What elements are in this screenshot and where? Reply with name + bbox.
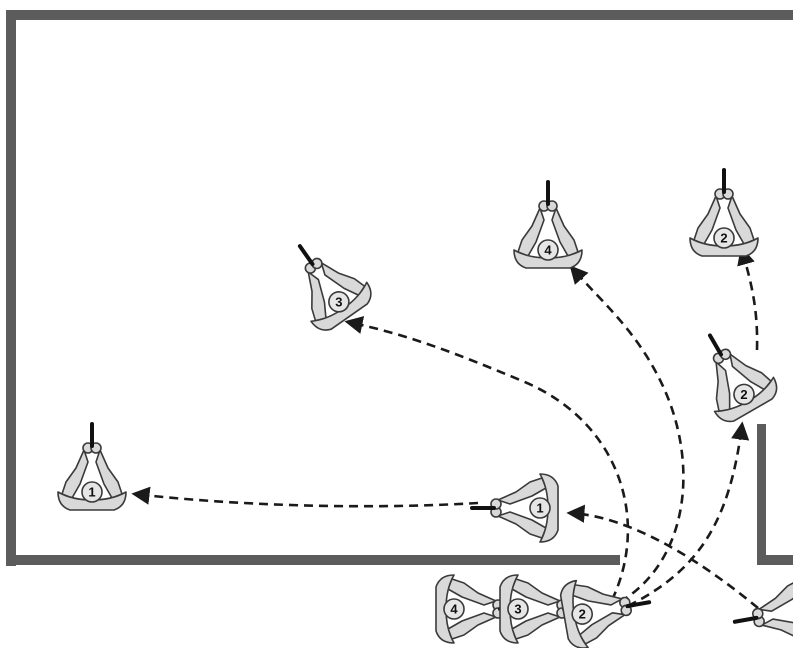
wall-doorframe — [757, 424, 766, 565]
operator-stack-2: 2 — [556, 566, 658, 648]
operator-final-2: 2 — [688, 168, 760, 258]
operator-number: 4 — [544, 243, 552, 258]
operator-head — [571, 603, 593, 625]
operator-head — [507, 598, 529, 620]
operator-mid-2: 2 — [678, 316, 785, 429]
operator-head — [529, 497, 551, 519]
operator-stack-3: 3 — [498, 573, 588, 645]
operator-number: 2 — [720, 231, 727, 246]
operator-stack-4: 4 — [434, 573, 524, 645]
operator-number: 3 — [514, 602, 521, 617]
wall-left — [6, 10, 16, 566]
operator-head — [733, 383, 755, 406]
operator-head — [81, 481, 103, 503]
operator-partial-right — [726, 571, 793, 648]
movement-paths — [131, 246, 759, 610]
path-1-entry-to-final — [131, 486, 479, 508]
operator-number: 4 — [450, 602, 458, 617]
operator-final-3: 3 — [270, 224, 380, 339]
path-4-to-final — [569, 265, 685, 604]
wall-bottom-right — [757, 555, 793, 565]
operator-final-4: 4 — [512, 180, 584, 270]
operator-head — [328, 291, 350, 313]
operator-head — [713, 227, 735, 249]
path-2-mid-to-final — [737, 246, 759, 351]
operator-number: 2 — [579, 607, 586, 622]
operator-figures: 4 3 2 1 1 3 — [56, 168, 793, 648]
path-2-to-mid — [627, 421, 750, 608]
operator-final-1: 1 — [56, 422, 128, 512]
operator-entry-1: 1 — [470, 472, 560, 544]
operator-number: 3 — [335, 294, 342, 309]
wall-top — [6, 10, 793, 20]
room-walls — [6, 10, 793, 566]
wall-bottom — [6, 555, 620, 565]
operator-number: 2 — [740, 387, 747, 402]
operator-number: 1 — [88, 485, 95, 500]
path-1-to-entry — [566, 504, 759, 610]
operator-head — [443, 598, 465, 620]
operator-number: 1 — [536, 501, 543, 516]
operator-head — [537, 239, 559, 261]
